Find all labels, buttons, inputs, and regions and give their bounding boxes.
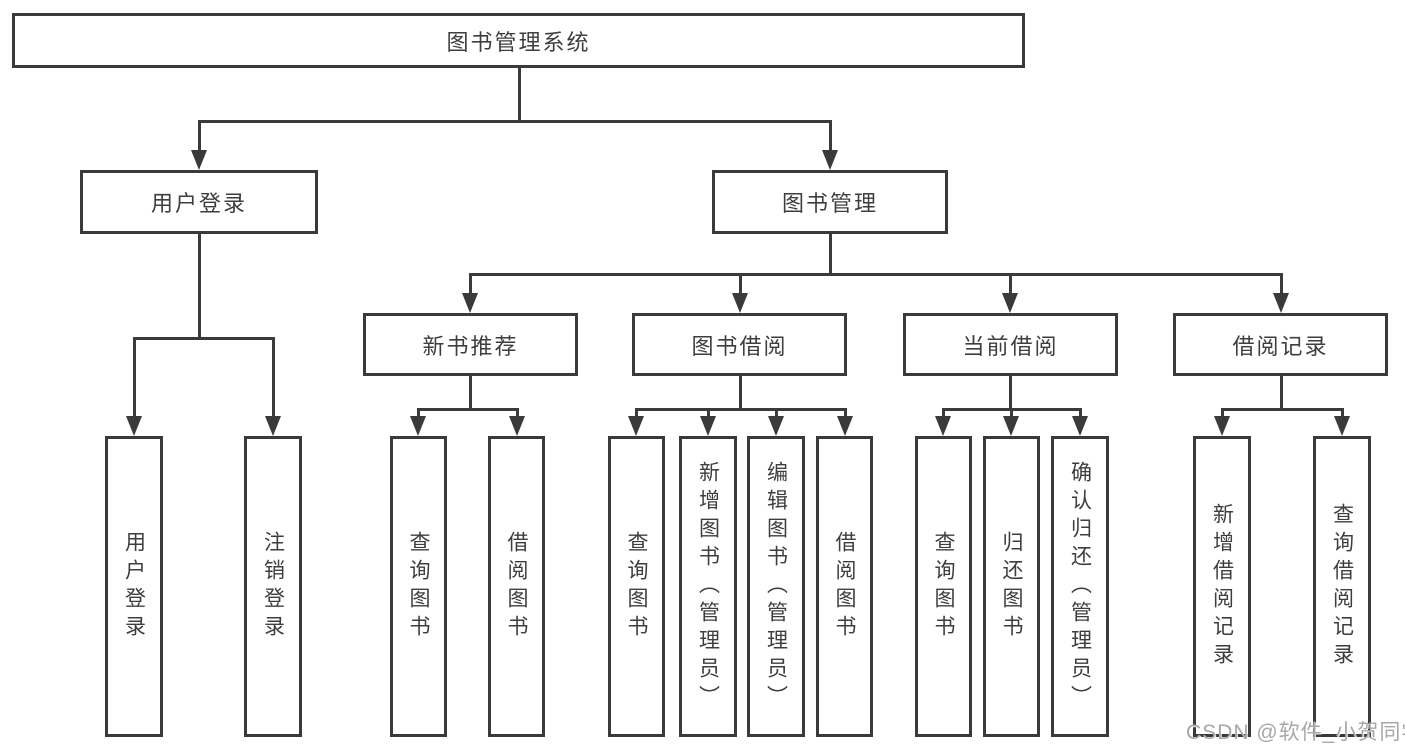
connector-drop — [774, 408, 778, 418]
connector-stub — [1008, 376, 1012, 411]
connector-drop — [1279, 273, 1283, 295]
connector-drop — [828, 120, 832, 152]
leaf-cb-return-books: 归还图书 — [983, 436, 1040, 737]
arrow-down-icon — [700, 416, 716, 436]
connector-drop — [1009, 408, 1013, 418]
leaf-bb-add-books-admin: 新增图书（管理员） — [679, 436, 737, 737]
leaf-bb-query-books-label: 查询图书 — [625, 530, 648, 643]
connector-drop — [1078, 408, 1082, 418]
connector-span — [416, 408, 519, 411]
leaf-br-add-record: 新增借阅记录 — [1193, 436, 1251, 737]
leaf-nbr-query-books: 查询图书 — [390, 436, 447, 737]
connector-span — [634, 408, 847, 411]
arrow-down-icon — [410, 416, 426, 436]
node-current-borrow: 当前借阅 — [903, 313, 1118, 376]
connector-drop — [1340, 408, 1344, 418]
arrow-down-icon — [822, 150, 838, 170]
connector-span — [468, 273, 1283, 276]
leaf-logout: 注销登录 — [244, 436, 302, 737]
arrow-down-icon — [191, 150, 207, 170]
connector-stub — [1279, 376, 1283, 411]
leaf-nbr-borrow-books: 借阅图书 — [488, 436, 545, 737]
connector-drop — [941, 408, 945, 418]
connector-stub — [828, 234, 832, 276]
connector-drop — [706, 408, 710, 418]
node-root: 图书管理系统 — [12, 13, 1025, 68]
arrow-down-icon — [935, 416, 951, 436]
connector-drop — [634, 408, 638, 418]
arrow-down-icon — [265, 416, 281, 436]
leaf-bb-borrow-books: 借阅图书 — [816, 436, 873, 737]
connector-drop — [738, 273, 742, 295]
leaf-user-login-label: 用户登录 — [122, 530, 146, 643]
node-user-login-branch: 用户登录 — [80, 170, 318, 234]
connector-drop — [843, 408, 847, 418]
node-borrow-records-label: 借阅记录 — [1232, 333, 1329, 359]
leaf-br-query-record: 查询借阅记录 — [1313, 436, 1371, 737]
leaf-bb-borrow-books-label: 借阅图书 — [833, 530, 856, 643]
arrow-down-icon — [462, 293, 478, 313]
leaf-bb-add-books-admin-label: 新增图书（管理员） — [696, 460, 720, 713]
leaf-cb-query-books: 查询图书 — [915, 436, 972, 737]
leaf-cb-confirm-return-admin: 确认归还（管理员） — [1051, 436, 1109, 737]
node-root-label: 图书管理系统 — [446, 29, 591, 55]
arrow-down-icon — [1334, 416, 1350, 436]
leaf-bb-edit-books-admin-label: 编辑图书（管理员） — [764, 460, 788, 713]
node-book-borrow: 图书借阅 — [632, 313, 847, 376]
arrow-down-icon — [837, 416, 853, 436]
connector-drop — [1008, 273, 1012, 295]
node-new-book-rec-label: 新书推荐 — [422, 333, 519, 359]
connector-stub — [197, 234, 201, 340]
arrow-down-icon — [768, 416, 784, 436]
node-new-book-rec: 新书推荐 — [363, 313, 578, 376]
connector-span — [197, 120, 832, 123]
leaf-bb-edit-books-admin: 编辑图书（管理员） — [747, 436, 805, 737]
node-borrow-records: 借阅记录 — [1173, 313, 1388, 376]
leaf-cb-query-books-label: 查询图书 — [932, 530, 955, 643]
node-current-borrow-label: 当前借阅 — [962, 333, 1059, 359]
leaf-nbr-query-books-label: 查询图书 — [407, 530, 430, 643]
csdn-watermark: CSDN @软件_小贺同学 — [1186, 721, 1405, 744]
arrow-down-icon — [1273, 293, 1289, 313]
leaf-logout-label: 注销登录 — [261, 530, 285, 643]
connector-span — [132, 337, 275, 340]
connector-stub — [517, 68, 521, 123]
arrow-down-icon — [1003, 416, 1019, 436]
leaf-bb-query-books: 查询图书 — [608, 436, 665, 737]
leaf-user-login: 用户登录 — [105, 436, 163, 737]
leaf-nbr-borrow-books-label: 借阅图书 — [505, 530, 528, 643]
node-user-login-branch-label: 用户登录 — [150, 191, 247, 216]
connector-drop — [197, 120, 201, 152]
node-book-mgmt-branch-label: 图书管理 — [781, 191, 878, 216]
arrow-down-icon — [509, 416, 525, 436]
arrow-down-icon — [1072, 416, 1088, 436]
connector-drop — [515, 408, 519, 418]
arrow-down-icon — [628, 416, 644, 436]
node-book-mgmt-branch: 图书管理 — [712, 170, 948, 234]
connector-drop — [416, 408, 420, 418]
leaf-cb-confirm-return-admin-label: 确认归还（管理员） — [1068, 460, 1092, 713]
leaf-br-query-record-label: 查询借阅记录 — [1330, 502, 1354, 671]
connector-drop — [271, 337, 275, 418]
connector-drop — [468, 273, 472, 295]
connector-stub — [738, 376, 742, 411]
arrow-down-icon — [1002, 293, 1018, 313]
connector-drop — [1220, 408, 1224, 418]
leaf-cb-return-books-label: 归还图书 — [1000, 530, 1023, 643]
arrow-down-icon — [732, 293, 748, 313]
connector-span — [1220, 408, 1344, 411]
arrow-down-icon — [126, 416, 142, 436]
leaf-br-add-record-label: 新增借阅记录 — [1210, 502, 1234, 671]
node-book-borrow-label: 图书借阅 — [691, 333, 788, 359]
connector-stub — [468, 376, 472, 411]
connector-drop — [132, 337, 136, 418]
arrow-down-icon — [1214, 416, 1230, 436]
